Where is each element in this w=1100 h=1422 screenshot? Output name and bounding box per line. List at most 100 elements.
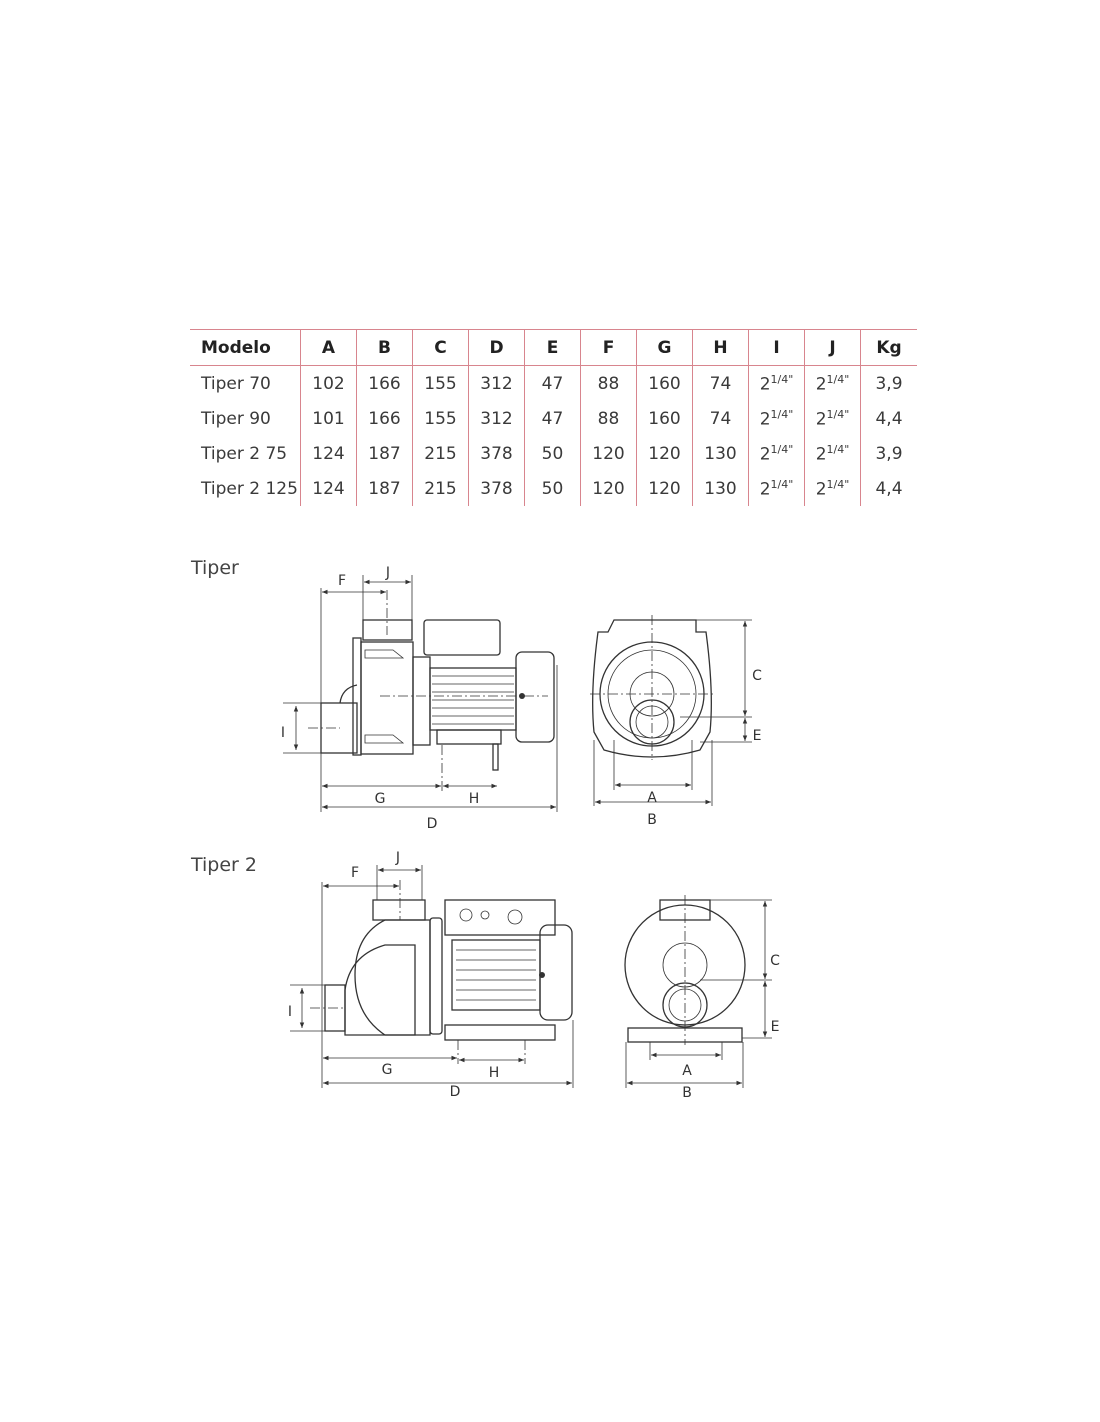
dim-label-c: C [752,668,762,684]
table-cell: 187 [356,436,413,471]
tiper2-front-view: C E A B [624,895,780,1101]
cell-value: 2 [759,374,771,395]
dim-label-d: D [427,816,438,832]
table-cell: 50 [524,436,581,471]
table-cell: 88 [580,401,637,436]
cell-value: 160 [648,408,681,429]
dim-label-i: I [288,1004,292,1020]
cell-value: 378 [480,478,513,499]
header-cell: A [300,329,357,366]
cell-value: 47 [541,408,564,429]
cell-value: 130 [704,443,737,464]
table-cell: 120 [636,436,693,471]
table-cell: 101 [300,401,357,436]
fraction: 1/4" [826,442,850,456]
table-cell: 21/4" [804,365,861,401]
cell-value: 2 [759,409,771,430]
table-header-row: Modelo A B C D E F G H I J Kg [190,329,917,366]
cell-value: 74 [709,408,732,429]
table-cell: 21/4" [748,365,805,401]
fraction: 1/4" [826,477,850,491]
cell-value: 166 [368,408,401,429]
dim-label-f: F [351,865,359,881]
cell-value: 166 [368,373,401,394]
table-cell: 215 [412,471,469,506]
cell-value: 88 [597,373,620,394]
dim-label-e: E [771,1019,780,1035]
cell-value: Tiper 90 [201,408,271,429]
cell-value: 2 [759,479,771,500]
cell-value: 2 [759,444,771,465]
table-cell: 378 [468,436,525,471]
cell-value: 120 [592,478,625,499]
header-cell: C [412,329,469,366]
table-cell: 312 [468,401,525,436]
table-cell: 312 [468,365,525,401]
cell-value: 50 [541,478,564,499]
table-cell: 88 [580,365,637,401]
table-cell: 4,4 [860,401,917,436]
cell-value: 120 [648,478,681,499]
cell-value: 50 [541,443,564,464]
table-cell: 166 [356,401,413,436]
cell-value: 2 [815,409,827,430]
table-cell: 21/4" [804,401,861,436]
table-cell: 47 [524,365,581,401]
table-cell: 21/4" [804,436,861,471]
table-cell: 21/4" [804,471,861,506]
table-cell: 47 [524,401,581,436]
dim-label-g: G [375,791,386,807]
dim-label-e: E [753,728,762,744]
cell-value: 3,9 [875,443,903,464]
dim-label-b: B [682,1085,692,1101]
fraction: 1/4" [770,407,794,421]
header-cell: E [524,329,581,366]
table-cell: 21/4" [748,436,805,471]
cell-value: 47 [541,373,564,394]
table-cell: 130 [692,436,749,471]
dim-label-f: F [338,573,346,589]
table-cell: 160 [636,365,693,401]
cell-value: 2 [815,374,827,395]
cell-value: 120 [592,443,625,464]
table-cell: 155 [412,401,469,436]
tiper-side-view: F J I G H D [281,565,558,832]
table-cell: 3,9 [860,365,917,401]
cell-value: 124 [312,478,345,499]
dim-label-a: A [682,1063,692,1079]
table-cell: 160 [636,401,693,436]
tiper2-side-view: F J I G H D [288,850,574,1100]
table-cell: 3,9 [860,436,917,471]
cell-value: Tiper 2 125 [201,478,298,499]
table-cell: 21/4" [748,471,805,506]
header-cell: D [468,329,525,366]
cell-value: 120 [648,443,681,464]
table-cell: 102 [300,365,357,401]
cell-value: 187 [368,443,401,464]
cell-value: 2 [815,479,827,500]
table-cell: 124 [300,436,357,471]
table-cell: 187 [356,471,413,506]
table-cell: 378 [468,471,525,506]
dim-label-g: G [382,1062,393,1078]
dim-label-a: A [647,790,657,806]
table-cell: 130 [692,471,749,506]
section-title-tiper: Tiper [191,557,239,579]
tiper-front-view: C E A B [590,615,762,828]
dim-label-b: B [647,812,657,828]
cell-value: 187 [368,478,401,499]
cell-value: Tiper 2 75 [201,443,288,464]
cell-value: 215 [424,478,457,499]
table-cell: 124 [300,471,357,506]
cell-value: 3,9 [875,373,903,394]
cell-value: 215 [424,443,457,464]
header-cell: F [580,329,637,366]
cell-value: Tiper 70 [201,373,271,394]
dimensions-table: Modelo A B C D E F G H I J Kg Tiper 70 10… [190,329,917,506]
dim-label-h: H [489,1065,500,1081]
table-cell: Tiper 2 75 [190,436,301,471]
